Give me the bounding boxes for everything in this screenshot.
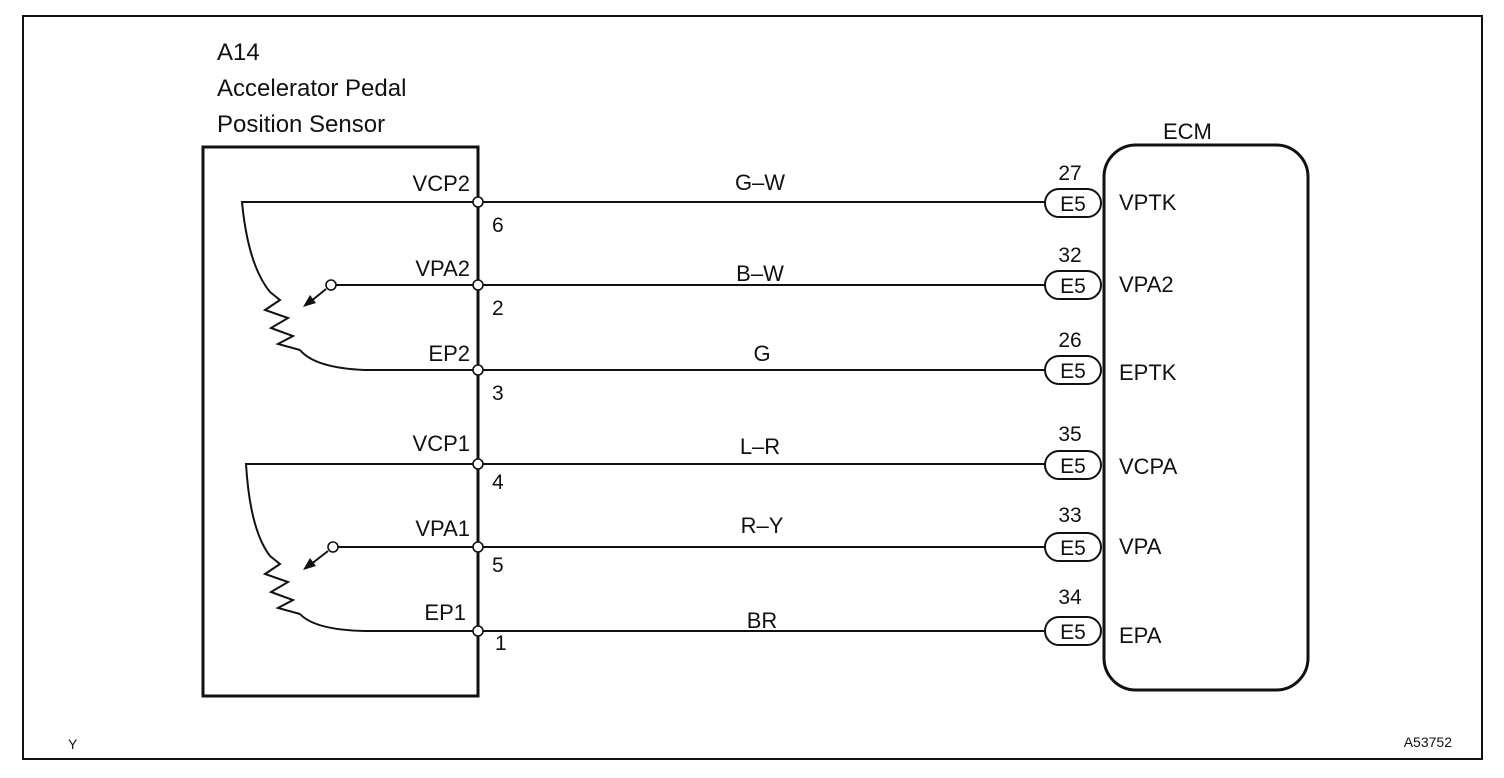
- sensor-pin-label: EP1: [424, 600, 466, 625]
- ecm-terminal-number: 26: [1058, 329, 1081, 352]
- ecm-pin-label: VPTK: [1119, 190, 1177, 215]
- wire-color-label: L–R: [740, 434, 780, 459]
- terminal-node: [472, 541, 484, 553]
- sensor-terminal-number: 5: [492, 554, 504, 577]
- sensor-pin-label: EP2: [428, 341, 470, 366]
- wire-color-label: G–W: [735, 170, 785, 195]
- ecm-pin-label: VPA2: [1119, 272, 1174, 297]
- connector-label: E5: [1060, 537, 1086, 560]
- sensor-terminal-number: 2: [492, 297, 504, 320]
- connector-label: E5: [1060, 455, 1086, 478]
- connector-label: E5: [1060, 621, 1086, 644]
- sensor-name-line2: Position Sensor: [217, 111, 385, 138]
- wire-color-label: G: [753, 341, 770, 366]
- terminal-node: [472, 625, 484, 637]
- connector-e5: [1044, 450, 1102, 480]
- ecm-pin-label: VPA: [1119, 534, 1162, 559]
- circuit-5: VPA1 5 R–Y E5 33 VPA: [415, 504, 1161, 577]
- ecm-pin-label: VCPA: [1119, 454, 1178, 479]
- connector-e5: [1044, 355, 1102, 385]
- ecm-terminal-number: 32: [1058, 244, 1081, 267]
- terminal-node: [472, 196, 484, 208]
- ecm-terminal-number: 35: [1058, 423, 1081, 446]
- sensor-pin-label: VCP1: [413, 431, 470, 456]
- wire-color-label: B–W: [736, 261, 784, 286]
- connector-label: E5: [1060, 193, 1086, 216]
- sensor-terminal-number: 4: [492, 471, 504, 494]
- ecm-pin-label: EPTK: [1119, 360, 1177, 385]
- terminal-node: [472, 279, 484, 291]
- circuit-6: EP1 1 BR E5 34 EPA: [424, 586, 1161, 655]
- connector-label: E5: [1060, 360, 1086, 383]
- ecm-terminal-number: 34: [1058, 586, 1082, 609]
- connector-e5: [1044, 270, 1102, 300]
- figure-id: A53752: [1404, 734, 1452, 750]
- sensor-box: [201, 145, 480, 698]
- circuit-2: VPA2 2 B–W E5 32 VPA2: [415, 244, 1173, 320]
- sensor-pin-label: VCP2: [413, 171, 470, 196]
- sensor-terminal-number: 1: [495, 632, 507, 655]
- diagram-frame: [22, 15, 1483, 760]
- sensor-terminal-number: 3: [492, 382, 504, 405]
- connector-e5: [1044, 616, 1102, 646]
- connector-e5: [1044, 188, 1102, 218]
- circuit-3: EP2 3 G E5 26 EPTK: [428, 329, 1176, 405]
- sensor-pin-label: VPA2: [415, 256, 470, 281]
- circuit-4: VCP1 4 L–R E5 35 VCPA: [413, 423, 1178, 494]
- ecm-pin-label: EPA: [1119, 623, 1162, 648]
- footer-code: Y: [68, 736, 78, 752]
- connector-label: E5: [1060, 275, 1086, 298]
- sensor-name-line1: Accelerator Pedal: [217, 75, 406, 102]
- wire-color-label: BR: [747, 608, 778, 633]
- terminal-node: [472, 458, 484, 470]
- sensor-pin-label: VPA1: [415, 516, 470, 541]
- potentiometer-2: [240, 201, 478, 371]
- sensor-terminal-number: 6: [492, 214, 504, 237]
- ecm-box: [1102, 143, 1310, 692]
- sensor-code: A14: [217, 39, 260, 66]
- terminal-node: [472, 364, 484, 376]
- ecm-terminal-number: 27: [1058, 162, 1081, 185]
- connector-e5: [1044, 532, 1102, 562]
- circuit-1: VCP2 6 G–W E5 27 VPTK: [413, 162, 1177, 237]
- potentiometer-1: [244, 463, 478, 632]
- ecm-label: ECM: [1163, 119, 1212, 144]
- wire-color-label: R–Y: [741, 513, 784, 538]
- ecm-terminal-number: 33: [1058, 504, 1081, 527]
